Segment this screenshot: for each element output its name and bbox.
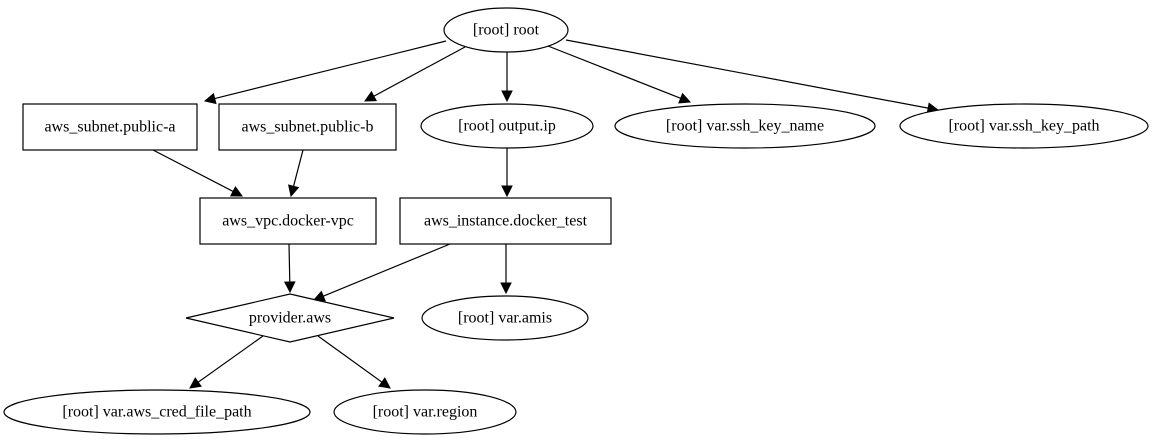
node-aws-instance-docker-test-label: aws_instance.docker_test bbox=[424, 213, 588, 230]
node-var-amis-label: [root] var.amis bbox=[458, 310, 552, 327]
arrowhead-icon bbox=[230, 186, 243, 197]
node-var-ssh-key-name-label: [root] var.ssh_key_name bbox=[666, 118, 824, 135]
node-root-label: [root] root bbox=[473, 22, 540, 39]
node-aws-instance-docker-test[interactable]: aws_instance.docker_test bbox=[399, 197, 612, 245]
edge-line bbox=[565, 39, 929, 109]
edge-line bbox=[373, 46, 466, 97]
node-var-ssh-key-name[interactable]: [root] var.ssh_key_name bbox=[614, 103, 876, 149]
edge-line bbox=[214, 40, 447, 100]
node-var-aws-cred-file-path-label: [root] var.aws_cred_file_path bbox=[62, 404, 251, 421]
node-aws-subnet-public-a[interactable]: aws_subnet.public-a bbox=[22, 103, 198, 151]
edge-root-to-subnet-a bbox=[203, 40, 447, 105]
node-var-region-label: [root] var.region bbox=[373, 404, 478, 421]
arrowhead-icon bbox=[378, 377, 391, 389]
arrowhead-icon bbox=[501, 185, 513, 198]
node-var-region[interactable]: [root] var.region bbox=[333, 389, 517, 435]
edge-line bbox=[547, 45, 681, 99]
node-var-aws-cred-file-path[interactable]: [root] var.aws_cred_file_path bbox=[3, 389, 311, 435]
edge-subnet-a-to-vpc bbox=[152, 149, 243, 197]
edge-root-to-output-ip bbox=[501, 52, 513, 103]
node-provider-aws[interactable]: provider.aws bbox=[185, 293, 395, 343]
node-var-ssh-key-path[interactable]: [root] var.ssh_key_path bbox=[899, 103, 1149, 149]
edge-line bbox=[288, 243, 291, 283]
node-output-ip-label: [root] output.ip bbox=[458, 118, 556, 135]
arrowhead-icon bbox=[283, 281, 296, 294]
edge-root-to-subnet-b bbox=[364, 46, 466, 102]
node-aws-subnet-public-a-label: aws_subnet.public-a bbox=[44, 119, 175, 136]
edge-output-ip-to-instance bbox=[501, 148, 513, 198]
edges-layer bbox=[152, 39, 940, 389]
node-aws-vpc-docker-vpc[interactable]: aws_vpc.docker-vpc bbox=[199, 197, 377, 245]
edge-line bbox=[197, 335, 264, 383]
arrowhead-icon bbox=[189, 377, 202, 389]
edge-instance-to-amis bbox=[500, 244, 512, 295]
edge-line bbox=[152, 149, 234, 192]
node-var-amis[interactable]: [root] var.amis bbox=[421, 295, 589, 341]
arrowhead-icon bbox=[364, 90, 377, 102]
edge-instance-to-provider bbox=[312, 243, 451, 302]
arrowhead-icon bbox=[501, 90, 513, 103]
edge-root-to-ssh-key-path bbox=[565, 39, 940, 114]
node-aws-subnet-public-b-label: aws_subnet.public-b bbox=[242, 119, 374, 136]
node-aws-vpc-docker-vpc-label: aws_vpc.docker-vpc bbox=[222, 213, 354, 230]
edge-provider-to-cred-path bbox=[189, 335, 264, 389]
node-var-ssh-key-path-label: [root] var.ssh_key_path bbox=[948, 118, 1099, 135]
node-output-ip[interactable]: [root] output.ip bbox=[420, 103, 594, 149]
arrowhead-icon bbox=[203, 92, 217, 105]
edge-line bbox=[292, 149, 304, 187]
node-provider-aws-label: provider.aws bbox=[249, 310, 331, 327]
edge-provider-to-region bbox=[317, 335, 391, 389]
node-root[interactable]: [root] root bbox=[443, 7, 569, 53]
arrowhead-icon bbox=[500, 282, 512, 295]
edge-line bbox=[317, 335, 383, 383]
node-aws-subnet-public-b[interactable]: aws_subnet.public-b bbox=[218, 103, 397, 151]
arrowhead-icon bbox=[288, 184, 300, 198]
edge-line bbox=[323, 243, 451, 297]
edge-subnet-b-to-vpc bbox=[288, 149, 304, 198]
edge-vpc-to-provider bbox=[283, 243, 296, 294]
arrowhead-icon bbox=[678, 92, 692, 104]
edge-root-to-ssh-key-name bbox=[547, 45, 692, 104]
